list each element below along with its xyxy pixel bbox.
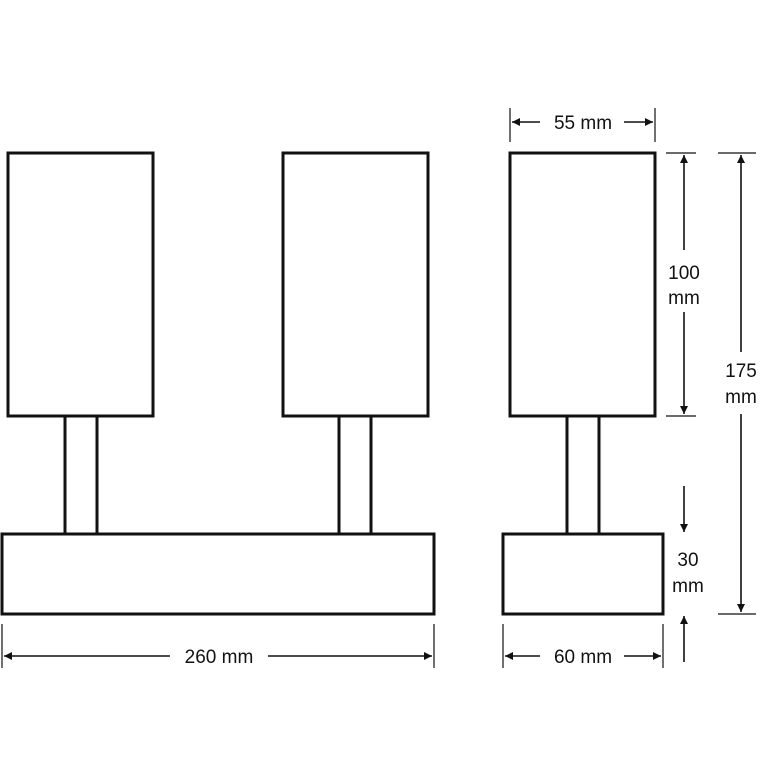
- front-view: [0, 151, 436, 616]
- dimension-height-head: 100 mm: [666, 152, 700, 417]
- height-base-label-value: 30: [677, 550, 698, 571]
- height-head-label-value: 100: [668, 263, 700, 284]
- dimension-height-base: 30 mm: [672, 486, 704, 662]
- dimension-height-total: 175 mm: [718, 152, 757, 615]
- right-stem: [337, 414, 373, 536]
- front-base: [0, 532, 436, 616]
- side-view: [501, 151, 665, 616]
- height-total-label-unit: mm: [725, 387, 757, 408]
- dimension-width-base: 60 mm: [502, 624, 664, 668]
- left-lamp-head: [6, 151, 155, 418]
- height-base-label-unit: mm: [672, 576, 704, 597]
- width-head-label: 55 mm: [554, 113, 612, 134]
- left-stem: [63, 414, 99, 536]
- dimension-width-total: 260 mm: [1, 624, 435, 668]
- side-base: [501, 532, 665, 616]
- side-lamp-head: [508, 151, 657, 418]
- width-base-label: 60 mm: [554, 647, 612, 668]
- dimension-width-head: 55 mm: [509, 108, 656, 142]
- height-total-label-value: 175: [725, 361, 757, 382]
- height-head-label-unit: mm: [668, 288, 700, 309]
- width-total-label: 260 mm: [185, 647, 254, 668]
- right-lamp-head: [281, 151, 430, 418]
- side-stem: [565, 414, 601, 536]
